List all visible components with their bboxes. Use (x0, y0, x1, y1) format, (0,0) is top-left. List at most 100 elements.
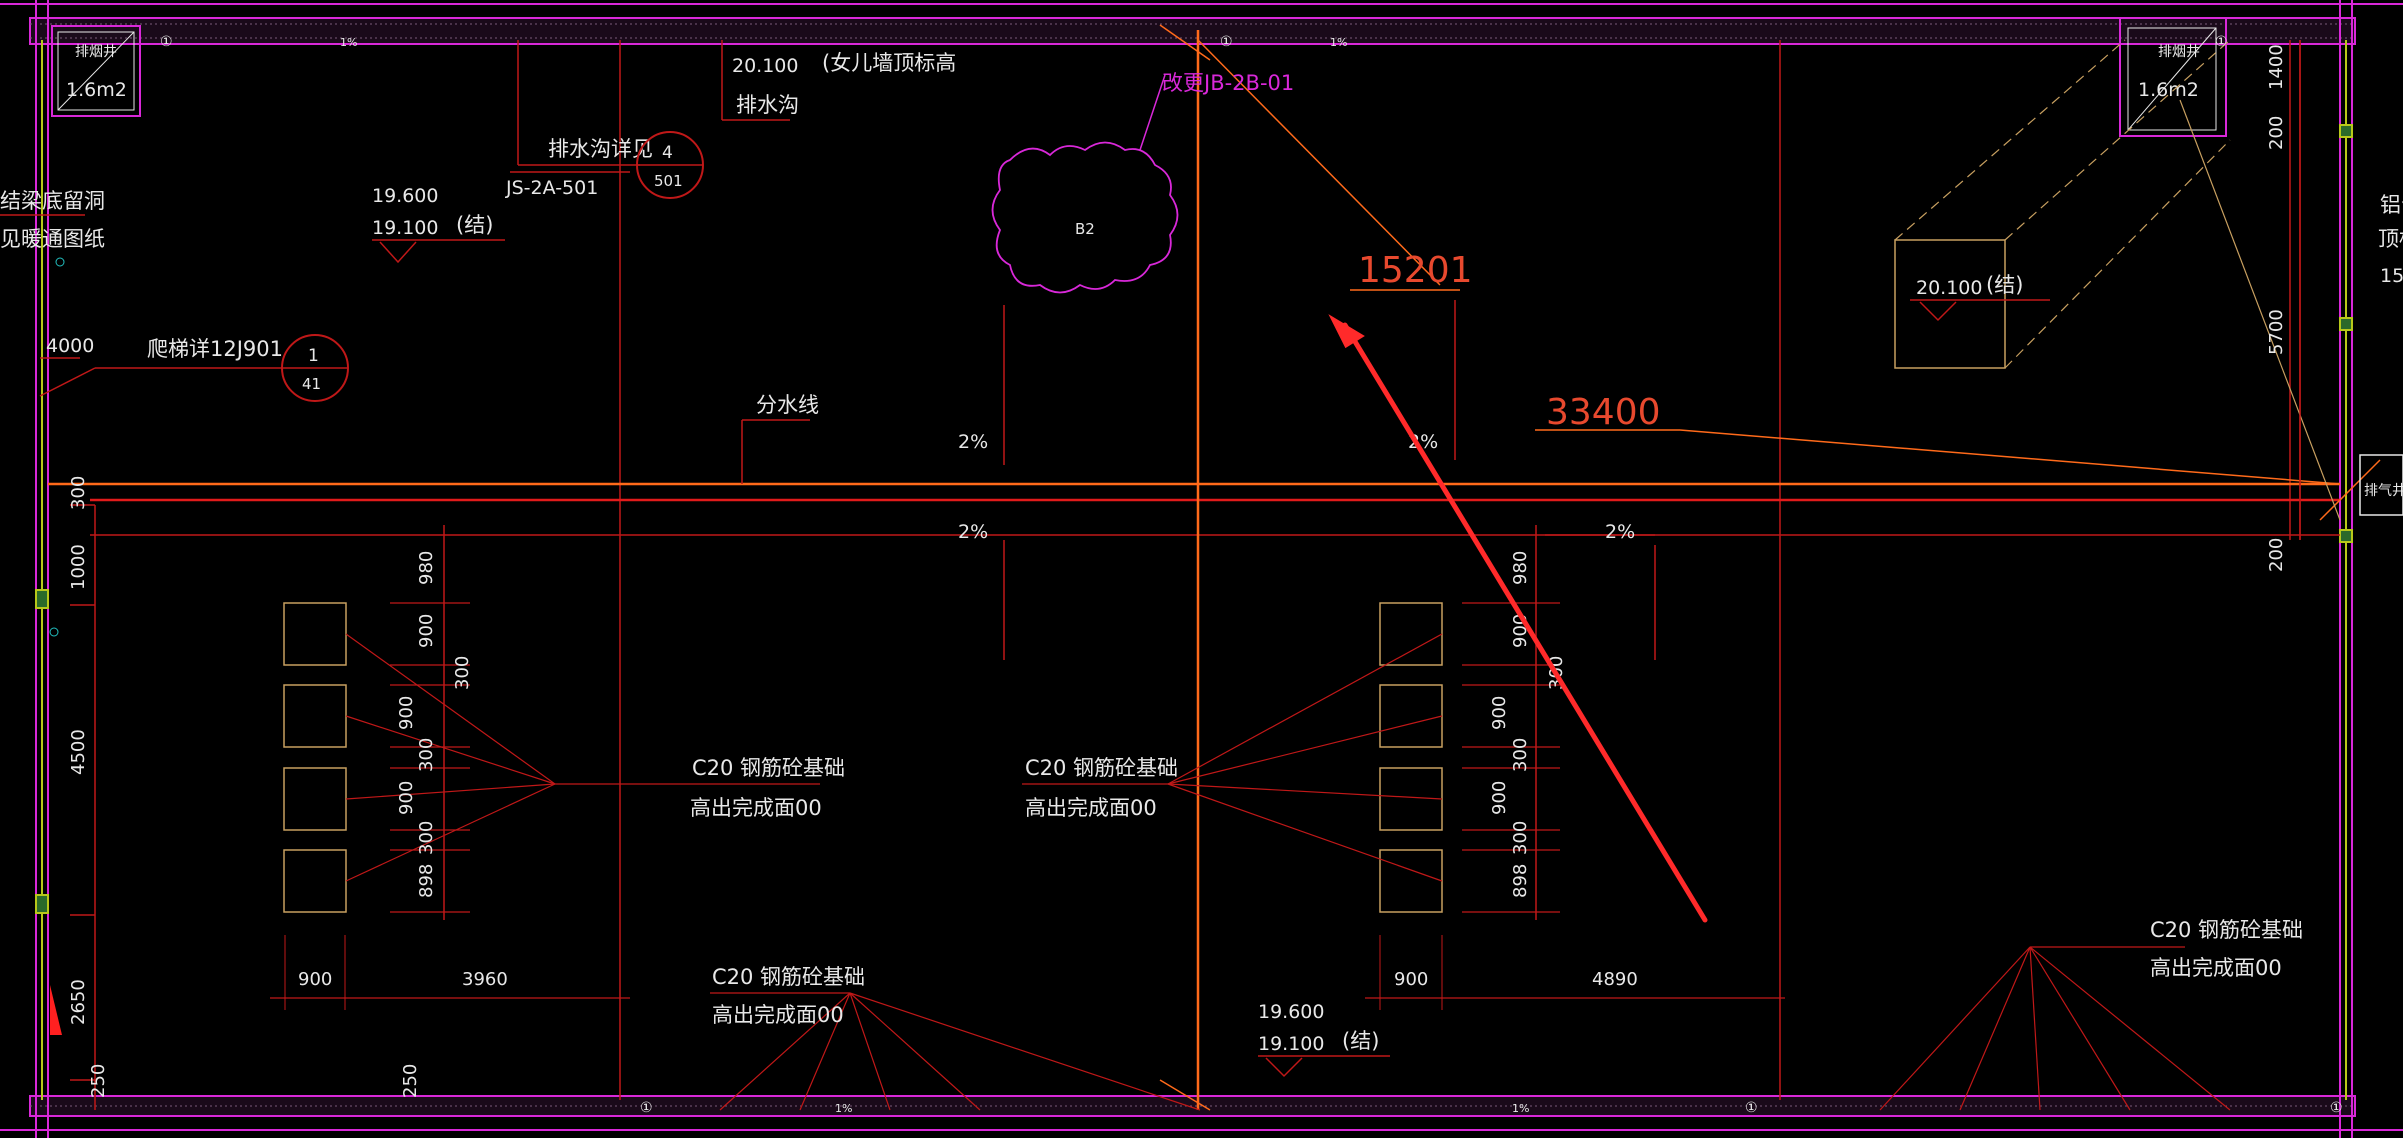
hole-note: 结梁底留洞 见暖通图纸 (0, 189, 105, 637)
axis-mark-4: ① (640, 1100, 653, 1116)
left-dimension-chain: 300 1000 4500 2650 250 250 (50, 476, 421, 1098)
foundation-bottom-right-line1: C20 钢筋砼基础 (2150, 918, 2303, 942)
hole-note-line-2: 见暖通图纸 (0, 227, 105, 251)
hole-note-line-1: 结梁底留洞 (0, 189, 105, 213)
dim-900-left-1: 900 (416, 614, 437, 648)
dim-300-left-2: 300 (416, 738, 437, 772)
right-note-1: 铝合 (2380, 193, 2403, 217)
slope-label-4: 2% (1605, 521, 1635, 543)
ridge-line-label: 分水线 (741, 393, 819, 484)
axis-mark-6: ① (2330, 1100, 2343, 1116)
slope-arrows (1003, 300, 1656, 660)
dim-250-left: 250 (88, 1064, 109, 1098)
dim-300-left: 300 (68, 476, 89, 510)
equipment-box: 20.100 (结) (1894, 39, 2231, 369)
dim-300-center-2: 300 (1510, 738, 1531, 772)
dim-3960: 3960 (462, 969, 508, 990)
ditch-detail-ref: JS-2A-501 (505, 177, 598, 199)
equipment-elevation: 20.100 (1916, 277, 1982, 299)
slope-label-2: 2% (1408, 431, 1438, 453)
dim-900-left-2: 900 (396, 696, 417, 730)
axis-mark-5: ① (1745, 1100, 1758, 1116)
dim-4890: 4890 (1592, 969, 1638, 990)
dim-898-center: 898 (1510, 864, 1531, 898)
dim-300-left-3: 300 (416, 821, 437, 855)
dim-300-center-3: 300 (1510, 821, 1531, 855)
foundation-center-line1: C20 钢筋砼基础 (1025, 756, 1178, 780)
struct-note-left: (结) (456, 213, 493, 237)
column-lines (35, 40, 2353, 1100)
foundation-bottom-left-line1: C20 钢筋砼基础 (712, 965, 865, 989)
dim-1400-right: 1400 (2266, 44, 2287, 90)
dim-900-bottom-left: 900 (298, 969, 332, 990)
highlight-arrow (1328, 314, 1708, 923)
axis-mark-1: ① (160, 34, 173, 50)
dim-300-left-1: 300 (452, 656, 473, 690)
slope-label-1: 2% (958, 431, 988, 453)
fan-shaft-label: 排气井 (2364, 483, 2403, 499)
parapet-annotation: 20.100 (女儿墙顶标高 排水沟 (721, 40, 956, 121)
dim-900-center-2: 900 (1489, 696, 1510, 730)
dim-980-left: 980 (416, 551, 437, 585)
dimension-15201: 15201 (1358, 250, 1473, 291)
parapet-note: (女儿墙顶标高 (822, 51, 956, 75)
ladder-label: 爬梯详12J901 (147, 337, 283, 361)
revision-cloud: 改更JB-2B-01 B2 (991, 71, 1294, 294)
foundation-bottom-right-line2: 高出完成面00 (2150, 956, 2282, 980)
dim-900-bottom-center: 900 (1394, 969, 1428, 990)
drain-shaft-top-left: 排烟井 1.6m2 (51, 25, 141, 117)
ridge-label: 分水线 (756, 393, 819, 417)
axis-mark-3: ① (2215, 34, 2228, 50)
shaft-area-tl: 1.6m2 (66, 79, 127, 101)
dim-980-center: 980 (1510, 551, 1531, 585)
foundation-left-line1: C20 钢筋砼基础 (692, 756, 845, 780)
main-axes (48, 24, 2381, 1111)
shaft-label-tr: 排烟井 (2158, 44, 2200, 60)
dim-900-center-3: 900 (1489, 781, 1510, 815)
dim-4000: 4000 (46, 335, 94, 357)
ladder-circle-top: 1 (308, 346, 319, 366)
dim-250-mid: 250 (400, 1064, 421, 1098)
right-note-3: 150 (2380, 265, 2403, 287)
shaft-label-tl: 排烟井 (75, 44, 117, 60)
foundation-bottom-left (710, 992, 1201, 1111)
elev-bottom-bottom: 19.100 (1258, 1033, 1324, 1055)
dim-900-left-3: 900 (396, 781, 417, 815)
shaft-area-tr: 1.6m2 (2138, 79, 2199, 101)
dim-5700-right: 5700 (2266, 309, 2287, 355)
pct-mark-2: 1% (1330, 36, 1347, 49)
drain-ditch-label: 排水沟 (736, 93, 799, 117)
dim-898-left: 898 (416, 864, 437, 898)
ladder-callout: 爬梯详12J901 1 41 4000 (39, 334, 349, 402)
right-edge-note: 铝合 顶标 150 排气井 (2179, 99, 2403, 521)
struct-note-bottom: (结) (1342, 1029, 1379, 1053)
key-dimensions: 15201 33400 (1358, 250, 1661, 433)
foundation-left-line2: 高出完成面00 (690, 796, 822, 820)
dim-4500-left: 4500 (68, 729, 89, 775)
revision-tag: 改更JB-2B-01 (1162, 71, 1294, 95)
right-note-2: 顶标 (2378, 227, 2403, 251)
slope-label-3: 2% (958, 521, 988, 543)
dimension-33400: 33400 (1546, 392, 1661, 433)
red-marker-left (50, 985, 62, 1035)
pct-mark-4: 1% (1512, 1102, 1529, 1115)
left-elevation-mark: 19.600 19.100 (结) (372, 185, 505, 264)
detail-circle-top: 4 (662, 143, 673, 163)
ladder-circle-bottom: 41 (302, 375, 321, 393)
foundation-bottom-left-line2: 高出完成面00 (712, 1003, 844, 1027)
dim-2650-left: 2650 (68, 979, 89, 1025)
detail-circle-bottom: 501 (654, 172, 683, 190)
dim-200-right-bottom: 200 (2266, 538, 2287, 572)
pct-mark-1: 1% (340, 36, 357, 49)
ditch-detail-label: 排水沟详见 (548, 137, 653, 161)
foundation-center-line2: 高出完成面00 (1025, 796, 1157, 820)
dim-1000-left: 1000 (68, 544, 89, 590)
bottom-elevation-mark: 19.600 19.100 (结) (1258, 1001, 1390, 1078)
wall-axis-marks: ① ① ① ① ① ① 1% 1% 1% 1% (160, 34, 2343, 1116)
drain-shaft-top-right: 排烟井 1.6m2 (2119, 17, 2227, 137)
elev-bottom-top: 19.600 (1258, 1001, 1324, 1023)
equipment-struct: (结) (1986, 273, 2023, 297)
